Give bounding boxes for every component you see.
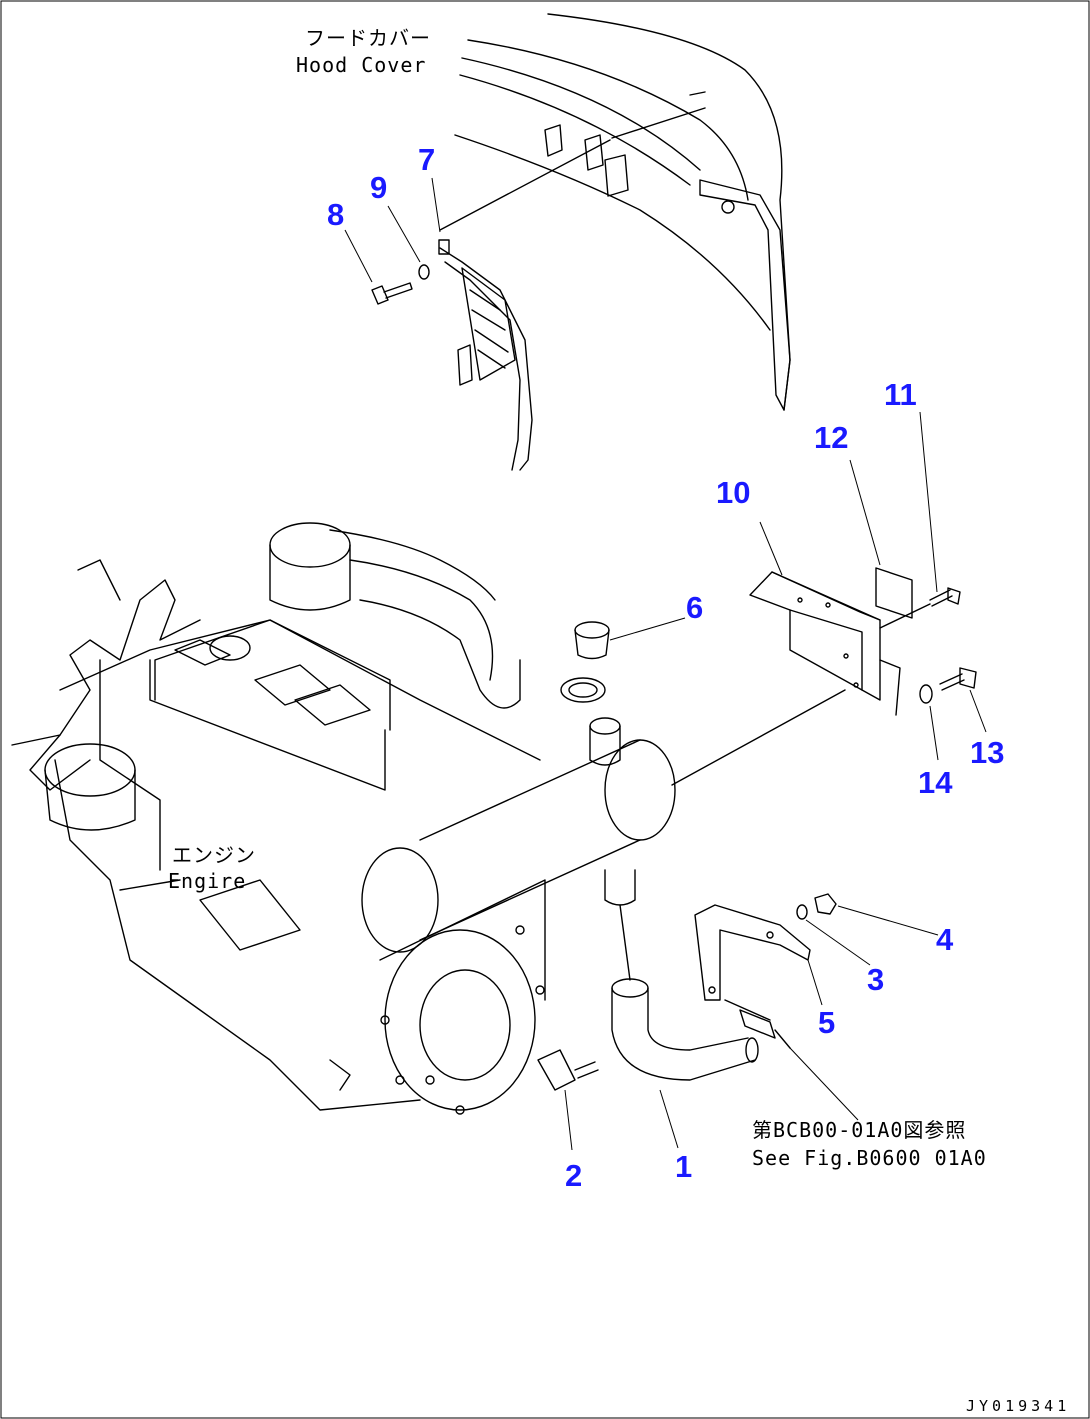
bolt-13-drawing	[939, 667, 977, 691]
callout-10: 10	[716, 475, 750, 510]
reference-label-jp: 第BCB00-01A0図参照	[752, 1118, 966, 1142]
washer-9-drawing	[418, 264, 430, 280]
engine-drawing	[11, 522, 546, 1115]
pipe-1-drawing	[611, 904, 759, 1081]
clamp-drawing	[560, 677, 606, 703]
muffler-drawing	[361, 689, 846, 953]
engine-label-jp: エンジン	[172, 843, 256, 867]
drawing-code: JY019341	[966, 1397, 1070, 1415]
callout-4: 4	[936, 922, 954, 957]
hood-bracket-drawing	[438, 239, 533, 471]
callout-5: 5	[818, 1005, 835, 1040]
bracket-10-drawing	[749, 571, 881, 701]
callout-1: 1	[675, 1149, 692, 1184]
leader-lines	[344, 177, 987, 1151]
washer-3-drawing	[796, 904, 808, 920]
cap-6-drawing	[574, 621, 610, 660]
callout-7: 7	[418, 142, 435, 177]
bolt-11-drawing	[879, 587, 961, 629]
callout-12: 12	[814, 420, 848, 455]
hood-cover-label-jp: フードカバー	[305, 26, 431, 50]
bolt-8-drawing	[371, 282, 413, 305]
callout-8: 8	[327, 197, 344, 232]
callout-2: 2	[565, 1158, 582, 1193]
callout-11: 11	[884, 377, 917, 412]
clamp-2-drawing	[537, 1049, 599, 1091]
callout-9: 9	[370, 170, 387, 205]
callout-13: 13	[970, 735, 1004, 770]
callout-14: 14	[918, 765, 953, 800]
callout-3: 3	[867, 962, 884, 997]
plate-12-drawing	[875, 567, 913, 619]
bracket-5-drawing	[694, 904, 811, 1021]
bolt-drawing	[739, 1009, 791, 1049]
hood-cover-drawing	[439, 13, 791, 411]
reference-label-en: See Fig.B0600 01A0	[752, 1146, 987, 1170]
washer-14-drawing	[879, 659, 933, 716]
engine-label-en: Engire	[168, 869, 246, 893]
nut-4-drawing	[814, 893, 837, 915]
hood-cover-label-en: Hood Cover	[296, 53, 426, 77]
callout-6: 6	[686, 590, 703, 625]
